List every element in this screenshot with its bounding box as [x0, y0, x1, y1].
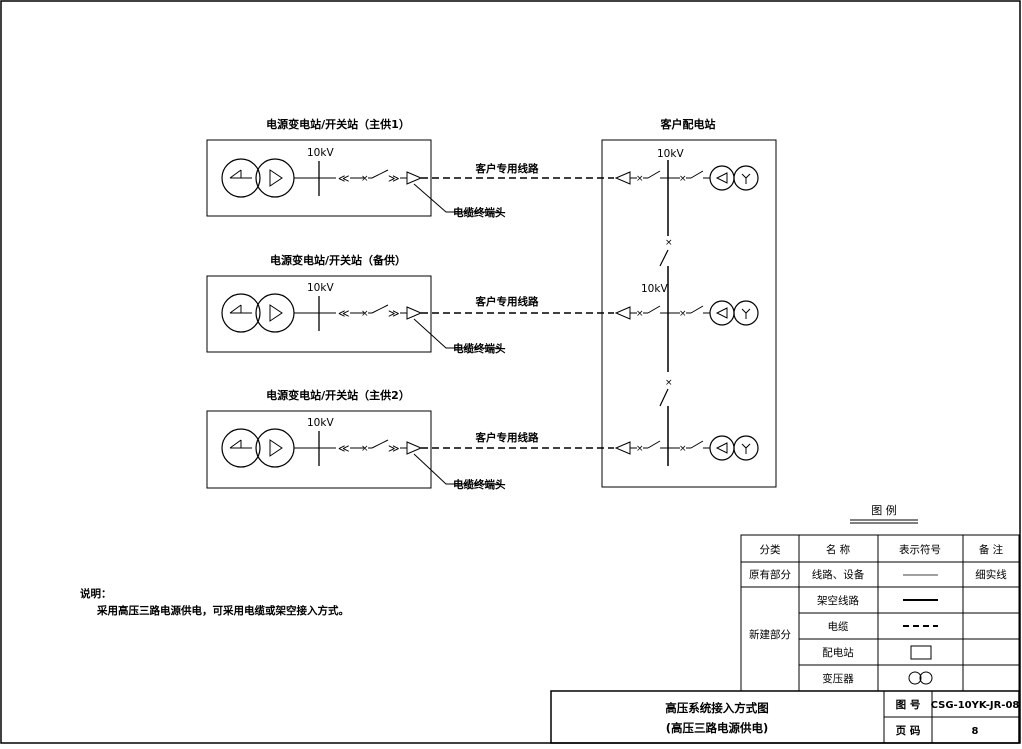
legend-header-category: 分类 — [760, 543, 781, 556]
legend-existing-note: 细实线 — [975, 568, 1007, 581]
legend-substation-symbol — [910, 645, 932, 660]
source-voltage-2: 10kV — [307, 282, 334, 294]
generator-icon — [221, 293, 261, 333]
legend-transformer-symbol — [908, 671, 922, 685]
breaker-switch-icon — [371, 169, 389, 179]
cable-terminal-icon — [614, 171, 631, 185]
generator-icon — [221, 158, 261, 198]
source-box-3 — [206, 410, 432, 489]
withdrawable-icon: ≪ — [338, 172, 350, 185]
transformer-icon — [709, 165, 735, 191]
legend-new-category: 新建部分 — [749, 628, 791, 641]
page-label: 页 码 — [896, 725, 921, 737]
transformer-icon — [709, 435, 735, 461]
legend-title: 图 例 — [871, 503, 897, 517]
customer-voltage-top: 10kV — [657, 148, 684, 160]
cable-terminal-icon — [406, 306, 423, 320]
legend-header-name: 名 称 — [826, 543, 851, 556]
legend-existing-name: 线路、设备 — [812, 568, 865, 581]
bus-tie-mark: × — [665, 238, 673, 248]
switch-mark-icon: × — [361, 174, 369, 184]
transformer-icon — [709, 300, 735, 326]
cable-terminal-icon — [406, 171, 423, 185]
svg-text:×: × — [636, 309, 644, 319]
transformer-winding-icon — [255, 293, 295, 333]
line-label-1: 客户专用线路 — [475, 162, 539, 175]
source-voltage-3: 10kV — [307, 417, 334, 429]
legend-header-note: 备 注 — [979, 543, 1004, 556]
legend-header-symbol: 表示符号 — [899, 543, 941, 556]
customer-box — [601, 139, 777, 488]
source-station-3: 电源变电站/开关站（主供2） 10kV ≪ × ≫ — [206, 388, 432, 489]
transformer-winding-icon — [255, 158, 295, 198]
source-station-1: 电源变电站/开关站（主供1） 10kV ≪ × ≫ — [206, 117, 432, 217]
cable-terminal-icon — [614, 306, 631, 320]
cable-lines: 客户专用线路 客户专用线路 客户专用线路 电缆终端头 电缆终端头 电缆终端头 — [413, 162, 614, 491]
breaker-switch-icon — [371, 439, 389, 449]
bus-tie-switch-1 — [659, 249, 669, 267]
switch-mark-icon: × — [361, 444, 369, 454]
legend-existing-category: 原有部分 — [749, 568, 791, 581]
drawing-no-value: CSG-10YK-JR-08 — [931, 700, 1020, 711]
withdrawable-icon: ≪ — [338, 307, 350, 320]
terminal-label-3: 电缆终端头 — [453, 478, 506, 491]
drawing-no-label: 图 号 — [896, 699, 921, 711]
customer-substation: 客户配电站 10kV 10kV × × × × × × — [601, 117, 777, 488]
customer-title: 客户配电站 — [660, 117, 716, 131]
svg-text:≫: ≫ — [388, 172, 400, 185]
source-title-1: 电源变电站/开关站（主供1） — [266, 117, 410, 131]
legend-item-transformer: 变压器 — [822, 672, 854, 685]
source-title-2: 电源变电站/开关站（备供） — [270, 253, 406, 267]
terminal-label-2: 电缆终端头 — [453, 342, 506, 355]
legend-item-cable: 电缆 — [828, 620, 849, 633]
svg-text:×: × — [636, 174, 644, 184]
transformer-winding-icon — [255, 428, 295, 468]
switch-mark-icon: × — [361, 309, 369, 319]
svg-text:≫: ≫ — [388, 442, 400, 455]
cable-terminal-icon — [406, 441, 423, 455]
line-label-3: 客户专用线路 — [475, 431, 539, 444]
bus-tie-switch-2 — [659, 388, 669, 407]
customer-voltage-mid: 10kV — [641, 283, 668, 295]
legend-item-substation: 配电站 — [822, 646, 854, 659]
legend-item-overhead: 架空线路 — [817, 594, 859, 607]
source-voltage-1: 10kV — [307, 147, 334, 159]
line-label-2: 客户专用线路 — [475, 295, 539, 308]
svg-text:×: × — [636, 444, 644, 454]
terminal-label-1: 电缆终端头 — [453, 206, 506, 219]
svg-text:×: × — [679, 174, 687, 184]
source-box-1 — [206, 139, 432, 217]
withdrawable-icon: ≪ — [338, 442, 350, 455]
notes-text: 采用高压三路电源供电，可采用电缆或架空接入方式。 — [96, 604, 349, 617]
cable-terminal-icon — [614, 441, 631, 455]
drawing-title-line1: 高压系统接入方式图 — [665, 701, 769, 715]
svg-text:≫: ≫ — [388, 307, 400, 320]
source-box-2 — [206, 275, 432, 353]
drawing-title-line2: (高压三路电源供电) — [666, 721, 769, 735]
notes: 说明： 采用高压三路电源供电，可采用电缆或架空接入方式。 — [80, 587, 349, 617]
page-value: 8 — [972, 726, 979, 737]
bus-tie-mark: × — [665, 378, 673, 388]
legend: 图 例 分类 名 称 表示符号 备 注 原有部分 线路、设备 细实线 新建部分 … — [740, 503, 1020, 692]
title-block: 高压系统接入方式图 (高压三路电源供电) 图 号 CSG-10YK-JR-08 … — [550, 690, 1020, 744]
svg-text:×: × — [679, 444, 687, 454]
source-title-3: 电源变电站/开关站（主供2） — [266, 388, 410, 402]
generator-icon — [221, 428, 261, 468]
notes-heading: 说明： — [80, 587, 112, 600]
source-station-2: 电源变电站/开关站（备供） 10kV ≪ × ≫ — [206, 253, 432, 353]
svg-text:×: × — [679, 309, 687, 319]
breaker-switch-icon — [371, 304, 389, 314]
